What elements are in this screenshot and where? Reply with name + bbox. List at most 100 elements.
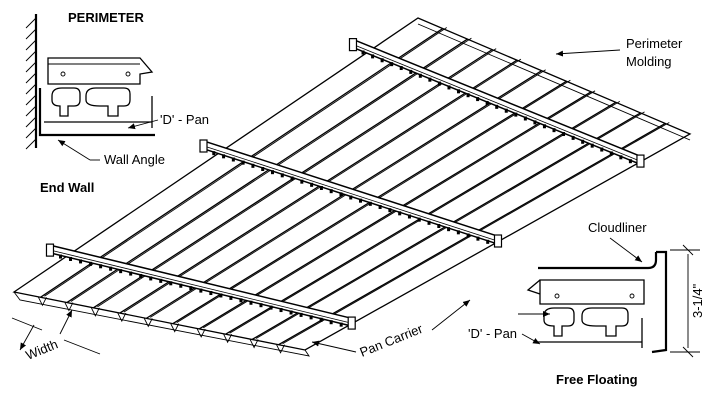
carrier-tooth <box>329 189 333 194</box>
carrier-tooth <box>514 112 518 117</box>
hatch-line <box>25 17 37 29</box>
carrier-tooth <box>231 157 235 162</box>
carrier-tooth <box>79 259 83 264</box>
hatch-line <box>25 83 37 95</box>
carrier-tooth <box>361 50 365 55</box>
carrier-tooth <box>179 283 183 288</box>
carrier-tooth <box>581 139 585 144</box>
carrier-tooth <box>339 322 343 327</box>
perimeter-molding-label-line1: Perimeter <box>626 36 683 51</box>
carrier-tooth <box>169 281 173 286</box>
carrier-tooth <box>359 198 363 203</box>
perimeter-molding-section <box>47 57 154 85</box>
pan-carrier-face <box>352 40 642 163</box>
carrier-tooth <box>269 305 273 310</box>
carrier-tooth <box>437 224 441 228</box>
carrier-tooth <box>119 269 123 274</box>
carrier-tooth <box>418 73 422 78</box>
pan-notch <box>249 339 259 349</box>
free-floating-detail: Cloudliner 3-1/4" 'D' - Pan Free Floatin… <box>468 220 705 387</box>
hatch-line <box>25 39 37 51</box>
carrier-tooth <box>319 186 323 190</box>
hatch-line <box>25 72 37 84</box>
carrier-tooth <box>417 217 421 222</box>
pan-notch <box>143 318 153 328</box>
carrier-tooth <box>329 320 333 325</box>
pan-notch <box>196 328 206 338</box>
hatch-line <box>25 28 37 40</box>
carrier-tooth <box>109 266 113 271</box>
carrier-tooth <box>261 167 265 171</box>
carrier-end-cap <box>199 139 208 153</box>
carrier-tooth <box>149 276 153 281</box>
carrier-tooth <box>380 58 384 63</box>
wall-angle-shape <box>38 88 155 137</box>
carrier-tooth <box>319 317 323 322</box>
carrier-tooth <box>212 151 216 156</box>
carrier-tooth <box>437 81 441 86</box>
carrier-tooth <box>523 116 527 121</box>
carrier-tooth <box>457 89 461 94</box>
carrier-tooth <box>290 176 294 181</box>
pan-notch <box>38 297 47 307</box>
front-lip <box>13 291 310 357</box>
carrier-tooth <box>279 308 283 313</box>
carrier-tooth <box>209 291 213 296</box>
carrier-tooth <box>289 310 293 315</box>
d-pan-profile <box>85 87 131 117</box>
carrier-tooth <box>486 239 490 244</box>
carrier-end-cap <box>45 243 55 257</box>
carrier-tooth <box>239 298 243 303</box>
carrier-tooth <box>552 128 556 133</box>
carrier-tooth <box>571 135 575 140</box>
carrier-tooth <box>390 62 394 67</box>
carrier-tooth <box>378 205 382 209</box>
carrier-tooth <box>466 93 470 98</box>
pan-grid <box>12 17 692 357</box>
pan-notch <box>276 344 285 354</box>
rivet-dot <box>125 71 131 77</box>
carrier-tooth <box>485 100 489 105</box>
dimension-label: 3-1/4" <box>690 283 705 318</box>
pan-carrier-edge <box>353 44 641 162</box>
rivet-dot <box>629 293 635 299</box>
hatch-line <box>25 105 37 117</box>
carrier-tooth <box>590 143 594 148</box>
hatch-line <box>25 127 37 139</box>
d-pan-profile <box>581 307 629 337</box>
carrier-tooth <box>388 208 392 213</box>
carrier-tooth <box>619 155 623 160</box>
free-floating-title: Free Floating <box>556 372 638 387</box>
carrier-tooth <box>428 77 432 82</box>
perimeter-title: PERIMETER <box>68 10 144 25</box>
pan-notch <box>170 323 180 333</box>
carrier-tooth <box>495 104 499 109</box>
width-label: Width <box>24 336 60 362</box>
carrier-tooth <box>189 286 193 291</box>
pan-carrier-face <box>49 246 352 325</box>
hatch-line <box>25 116 37 128</box>
carrier-tooth <box>476 236 480 241</box>
carrier-tooth <box>427 220 431 225</box>
carrier-tooth <box>562 132 566 137</box>
carrier-tooth <box>399 66 403 71</box>
pan-notch <box>117 312 127 323</box>
rivet-dot <box>60 71 66 77</box>
carrier-tooth <box>628 159 632 164</box>
pan-joint <box>40 28 444 298</box>
carrier-tooth <box>99 264 103 269</box>
carrier-end-cap <box>493 234 503 248</box>
cloudliner-label: Cloudliner <box>588 220 647 235</box>
hatch-line <box>25 138 37 150</box>
end-wall-title: End Wall <box>40 180 94 195</box>
pan-carrier-label: Pan Carrier <box>358 321 426 360</box>
d-pan-profile <box>543 307 575 337</box>
molding-section <box>539 279 645 305</box>
d-pan-profile <box>51 87 81 117</box>
carrier-end-cap <box>348 38 358 52</box>
cloudliner-top <box>538 252 658 270</box>
carrier-tooth <box>609 151 613 156</box>
wall-angle-label: Wall Angle <box>104 152 165 167</box>
